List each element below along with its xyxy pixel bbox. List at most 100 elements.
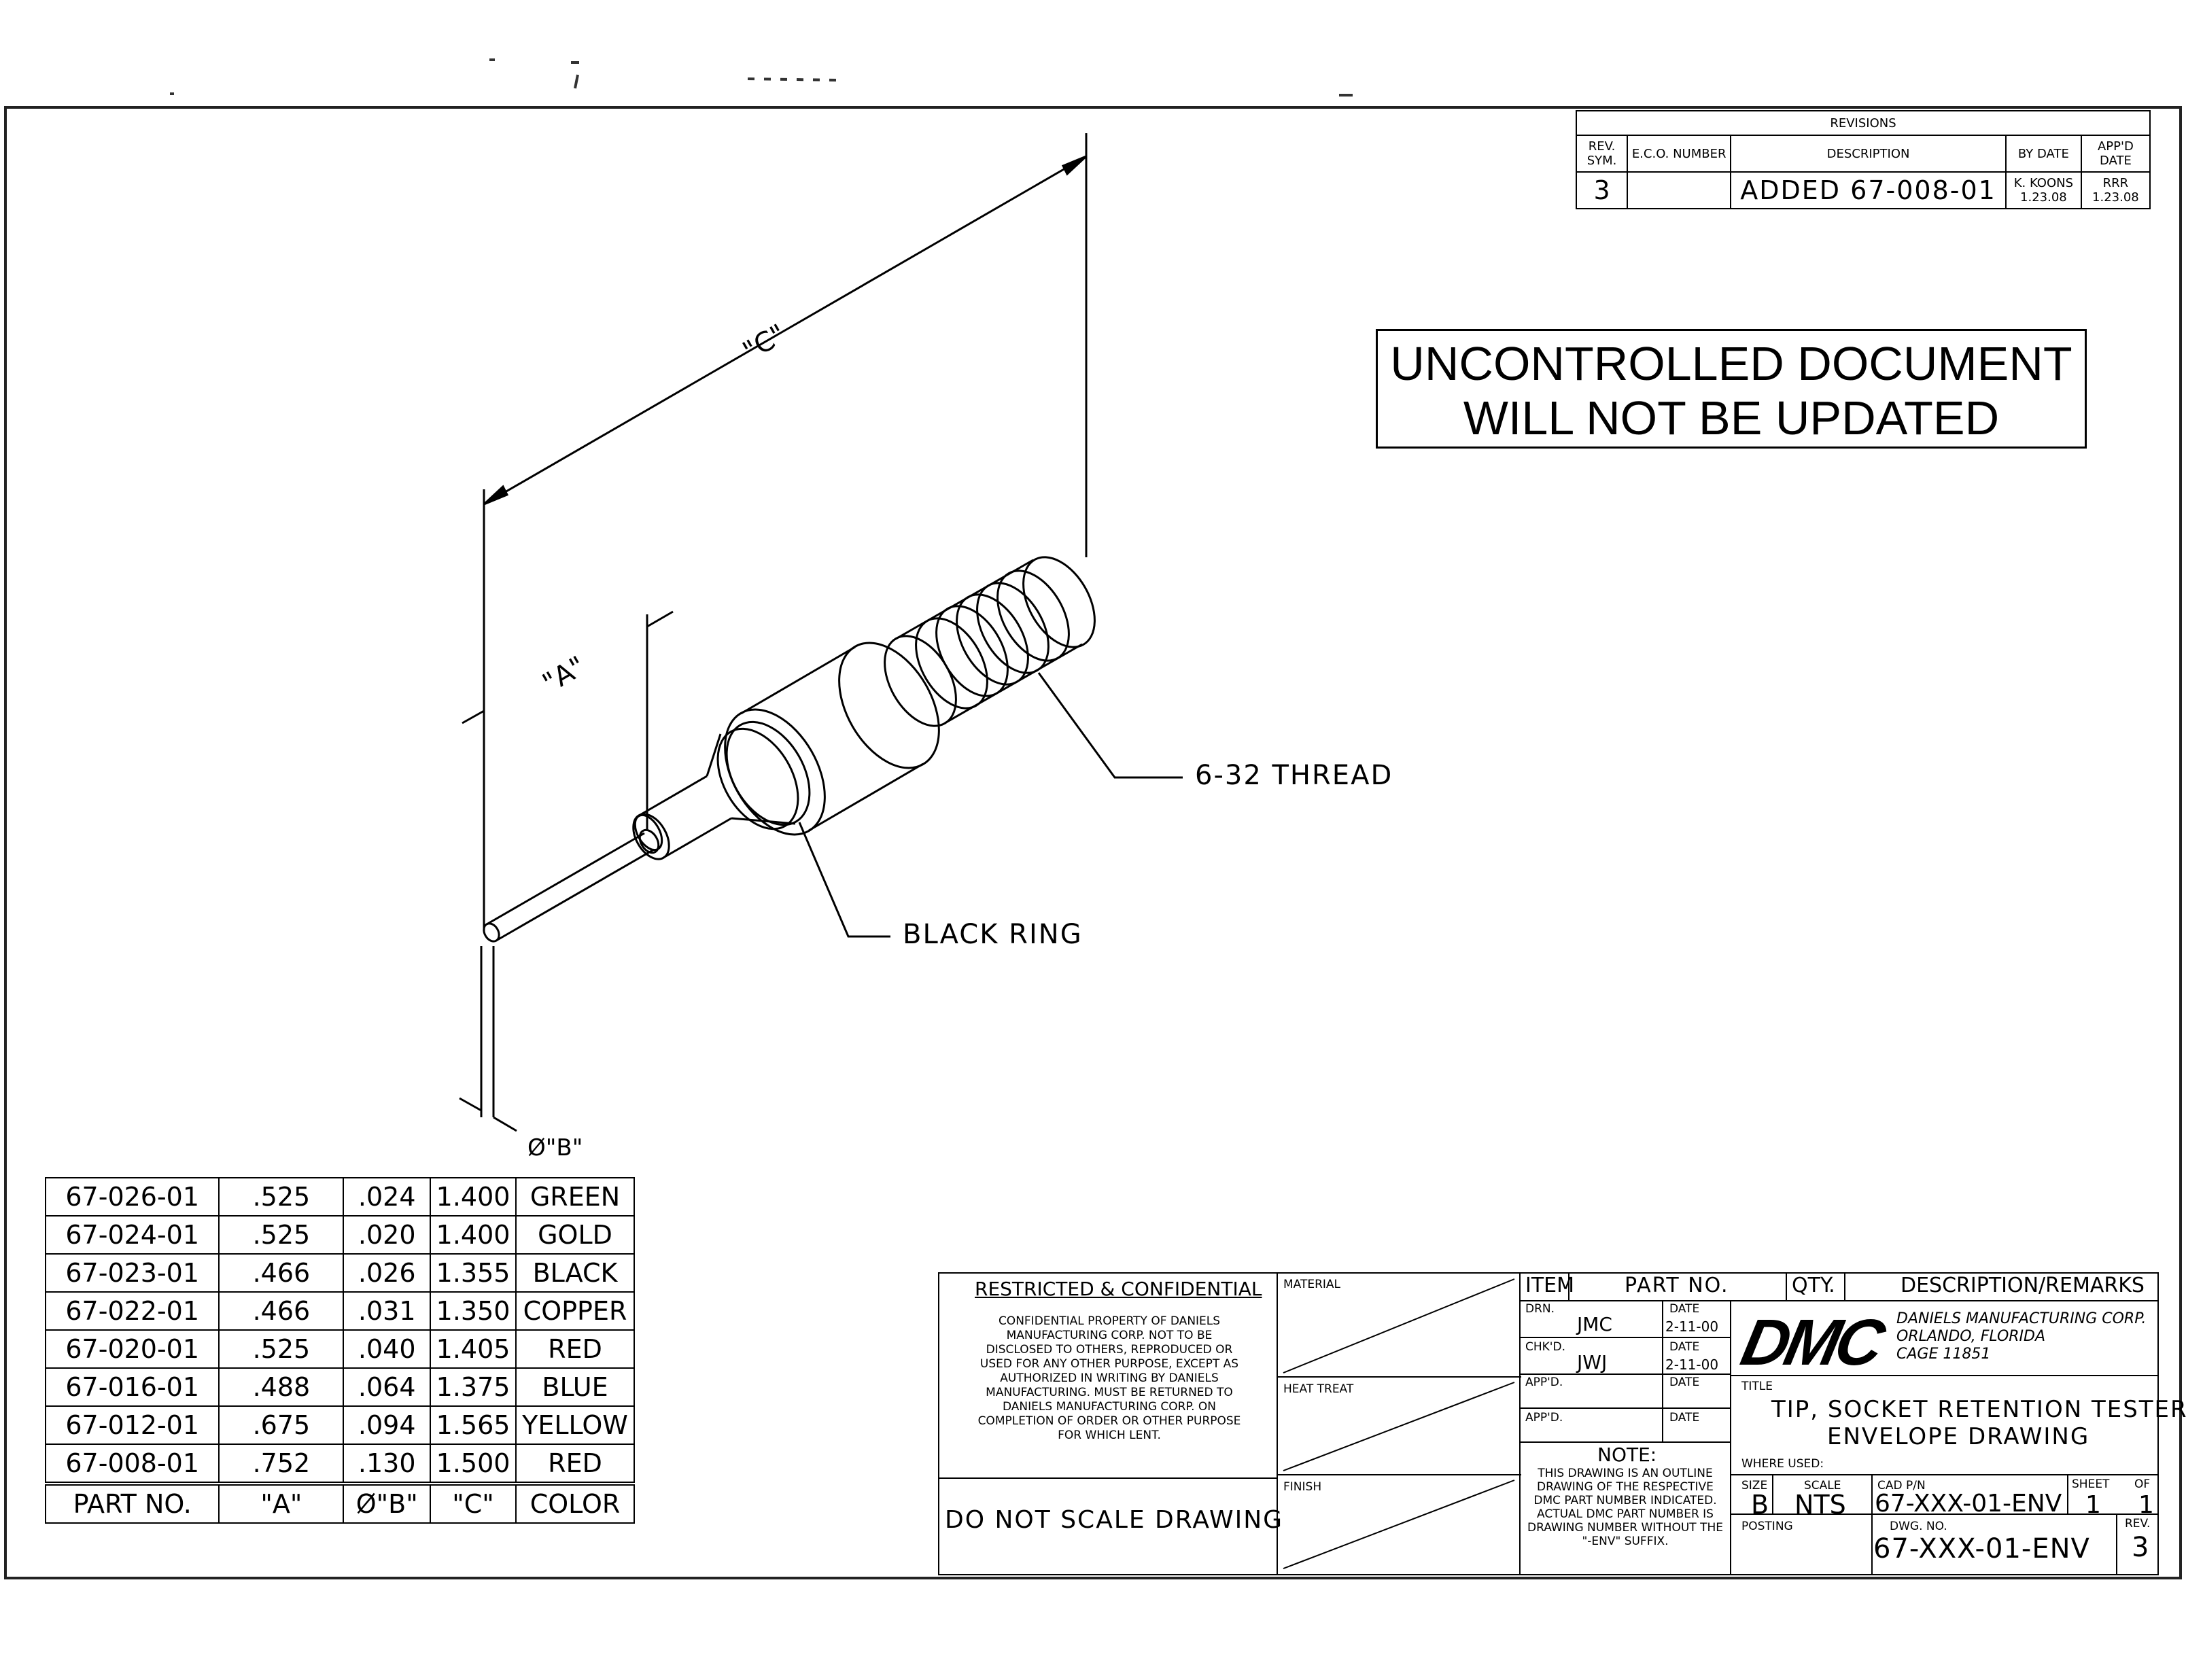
appd-date-header: APP'D DATE	[2080, 135, 2151, 173]
drawing-frame	[4, 106, 2182, 1579]
dwg-no-label: DWG. NO.	[1890, 1520, 1947, 1533]
header-color: COLOR	[515, 1482, 635, 1524]
by-name: K. KOONS	[2013, 176, 2074, 190]
chkd-date-label: DATE	[1669, 1340, 1700, 1354]
where-used-label: WHERE USED:	[1741, 1457, 1824, 1471]
cell-dim-a: .525	[218, 1177, 345, 1217]
revisions-heading: REVISIONS	[1576, 110, 2151, 136]
desc-remarks-header: DESCRIPTION/REMARKS	[1901, 1274, 2145, 1297]
cell-dim-c: 1.500	[430, 1443, 517, 1484]
company-name: DANIELS MANUFACTURING CORP.	[1896, 1310, 2147, 1327]
tip-part	[483, 556, 1096, 943]
stamp-line-2: WILL NOT BE UPDATED	[1463, 391, 2000, 444]
appd-name: RRR	[2102, 176, 2129, 190]
cell-color: GREEN	[515, 1177, 635, 1217]
cell-dim-a: .466	[218, 1253, 345, 1293]
company-cage: CAGE 11851	[1896, 1346, 1991, 1363]
eco-value	[1627, 171, 1732, 209]
cell-part-no: 67-026-01	[44, 1177, 220, 1217]
cell-part-no: 67-024-01	[44, 1215, 220, 1255]
appd-1-date-label: DATE	[1669, 1376, 1700, 1389]
sheet-value: 1	[2085, 1491, 2101, 1519]
size-value: B	[1751, 1490, 1769, 1520]
of-label: OF	[2134, 1477, 2151, 1491]
cell-dim-c: 1.400	[430, 1215, 517, 1255]
black-ring-callout: BLACK RING	[903, 919, 1083, 950]
cell-color: BLACK	[515, 1253, 635, 1293]
title-line-2: ENVELOPE DRAWING	[1827, 1423, 2090, 1450]
cell-color: BLUE	[515, 1367, 635, 1407]
appd-2-date-label: DATE	[1669, 1411, 1700, 1424]
dim-b-label: Ø"B"	[527, 1134, 583, 1161]
cad-value: 67-XXX-01-ENV	[1875, 1490, 2062, 1518]
cell-dim-b: .064	[343, 1367, 432, 1407]
cell-dim-a: .488	[218, 1367, 345, 1407]
scale-value: NTS	[1794, 1490, 1846, 1520]
no-scale-text: DO NOT SCALE DRAWING	[945, 1506, 1284, 1534]
heat-treat-label: HEAT TREAT	[1283, 1382, 1354, 1396]
cell-dim-b: .031	[343, 1291, 432, 1331]
part-no-header: PART NO.	[1625, 1274, 1729, 1297]
appd-2-label: APP'D.	[1525, 1411, 1563, 1424]
rev-value: 3	[2132, 1532, 2149, 1563]
cell-color: GOLD	[515, 1215, 635, 1255]
description-value: ADDED 67-008-01	[1730, 171, 2007, 209]
cell-dim-c: 1.405	[430, 1329, 517, 1369]
stamp-line-1: UNCONTROLLED DOCUMENT	[1390, 337, 2072, 390]
cell-color: RED	[515, 1443, 635, 1484]
cell-dim-c: 1.350	[430, 1291, 517, 1331]
cell-part-no: 67-023-01	[44, 1253, 220, 1293]
uncontrolled-stamp: UNCONTROLLED DOCUMENT WILL NOT BE UPDATE…	[1376, 329, 2087, 449]
header-dim-a: "A"	[218, 1482, 345, 1524]
cell-dim-c: 1.565	[430, 1405, 517, 1445]
cell-part-no: 67-020-01	[44, 1329, 220, 1369]
sheet-label: SHEET	[2072, 1477, 2110, 1491]
cell-color: YELLOW	[515, 1405, 635, 1445]
appd-1-label: APP'D.	[1525, 1376, 1563, 1389]
title-line-1: TIP, SOCKET RETENTION TESTER	[1771, 1396, 2186, 1423]
dmc-logo: DMC	[1735, 1306, 1888, 1379]
cell-dim-a: .752	[218, 1443, 345, 1484]
rev-label: REV.	[2125, 1517, 2151, 1530]
title-grid	[1520, 1272, 2159, 1575]
scan-marks	[170, 58, 1353, 97]
drn-value: JMC	[1577, 1313, 1612, 1335]
description-header: DESCRIPTION	[1730, 135, 2007, 173]
dwg-no-value: 67-XXX-01-ENV	[1873, 1533, 2090, 1564]
chkd-date-value: 2-11-00	[1665, 1357, 1719, 1373]
rev-sym-value: 3	[1575, 171, 1629, 209]
by-date: 1.23.08	[2020, 190, 2067, 205]
cell-color: COPPER	[515, 1291, 635, 1331]
drn-label: DRN.	[1525, 1302, 1555, 1316]
company-city: ORLANDO, FLORIDA	[1896, 1328, 2046, 1345]
cell-dim-c: 1.355	[430, 1253, 517, 1293]
cell-part-no: 67-022-01	[44, 1291, 220, 1331]
item-header: ITEM	[1525, 1274, 1575, 1297]
by-date-header: BY DATE	[2005, 135, 2082, 173]
drn-date-value: 2-11-00	[1665, 1318, 1719, 1335]
spec-column	[1277, 1272, 1521, 1575]
note-text: THIS DRAWING IS AN OUTLINE DRAWING OF TH…	[1527, 1467, 1723, 1548]
cell-part-no: 67-016-01	[44, 1367, 220, 1407]
cell-dim-b: .024	[343, 1177, 432, 1217]
chkd-label: CHK'D.	[1525, 1340, 1565, 1354]
cell-dim-a: .525	[218, 1329, 345, 1369]
cell-dim-b: .020	[343, 1215, 432, 1255]
parts-table-header: PART NO."A"Ø"B""C"COLOR	[44, 1482, 635, 1524]
note-title: NOTE:	[1597, 1443, 1657, 1466]
thread-callout: 6-32 THREAD	[1195, 760, 1393, 791]
finish-label: FINISH	[1283, 1480, 1322, 1494]
of-value: 1	[2138, 1491, 2154, 1519]
size-label: SIZE	[1741, 1479, 1768, 1492]
dim-c-label: "C"	[738, 318, 791, 367]
cell-dim-b: .130	[343, 1443, 432, 1484]
header-dim-c: "C"	[430, 1482, 517, 1524]
